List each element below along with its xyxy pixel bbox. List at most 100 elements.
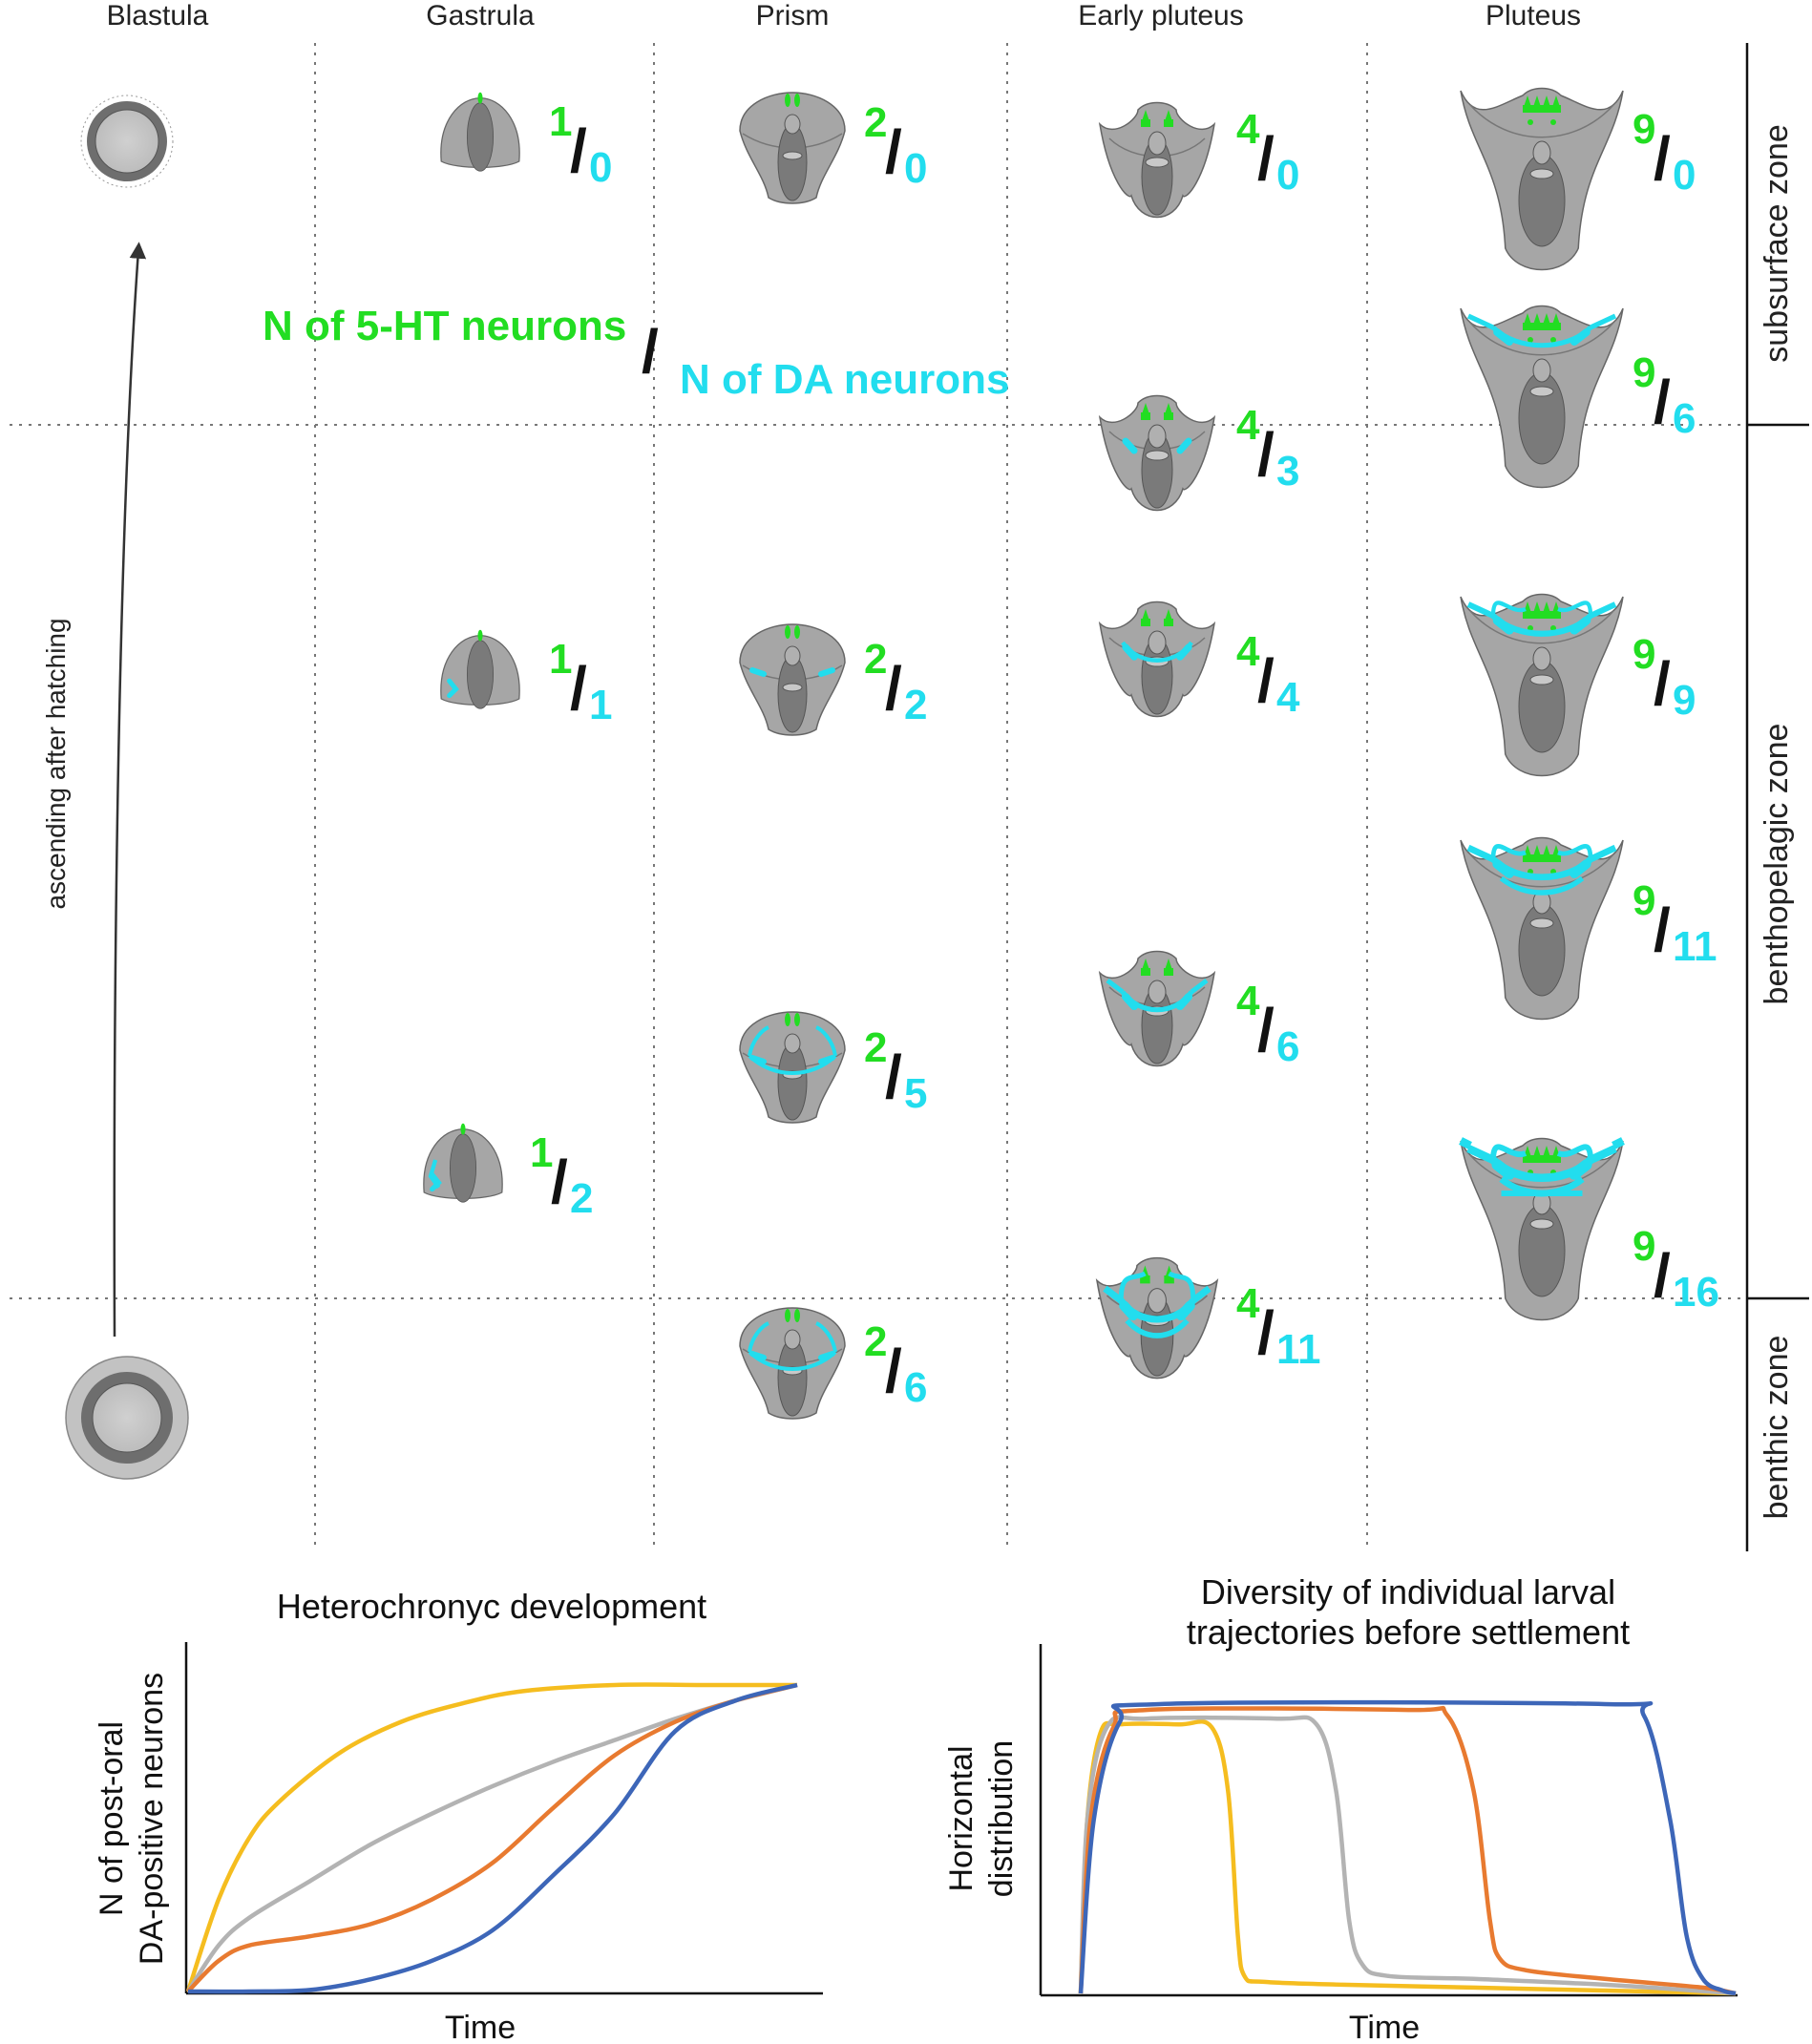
count-da: 16 [1673, 1269, 1719, 1316]
chart-series-line-0 [185, 1682, 797, 1992]
counts-layer: 1/01/11/22/02/22/52/64/04/34/44/64/119/0… [530, 98, 1719, 1411]
count-slash: / [570, 654, 587, 723]
count-slash: / [1654, 368, 1671, 436]
count-5ht: 9 [1633, 349, 1655, 396]
larva-icon [1460, 593, 1624, 777]
chart-series-line-1 [186, 1682, 798, 1993]
legend-slash: / [642, 317, 659, 386]
chart1-xlabel: Time [445, 2010, 516, 2044]
count-5ht: 2 [864, 636, 887, 683]
chart2-title-line2: trajectories before settlement [1187, 1612, 1630, 1652]
count-5ht: 4 [1236, 978, 1260, 1024]
larva-icon [1098, 101, 1216, 219]
larva-icon [1098, 394, 1216, 512]
larva-icon [440, 92, 520, 172]
larvae-layer [423, 87, 1625, 1420]
legend-serotonin: N of 5-HT neurons [263, 303, 626, 349]
chart2-ylabel-line2: distribution [983, 1740, 1020, 1897]
count-slash: / [1257, 1298, 1275, 1367]
count-da: 9 [1673, 677, 1696, 724]
count-slash: / [885, 1043, 902, 1111]
count-5ht: 4 [1236, 402, 1260, 449]
larva-icon [1460, 836, 1624, 1021]
larva-icon [739, 1011, 846, 1124]
chart-heterochrony: Heterochronyc development Time N of post… [94, 1587, 823, 2044]
chart1-title: Heterochronyc development [277, 1587, 706, 1626]
ascending-arrow [113, 242, 147, 1338]
count-da: 0 [589, 144, 612, 191]
chart-series-line-3 [187, 1682, 798, 1994]
chart2-title-line1: Diversity of individual larval [1201, 1572, 1615, 1612]
count-5ht: 2 [864, 1318, 887, 1365]
count-da: 2 [904, 682, 927, 728]
larva-icon [739, 92, 846, 204]
count-5ht: 1 [530, 1129, 553, 1176]
count-5ht: 4 [1236, 1280, 1260, 1327]
count-5ht: 9 [1633, 106, 1655, 153]
count-da: 0 [904, 145, 927, 192]
stage-title-blastula: Blastula [107, 0, 209, 32]
zone-label-benthic: benthic zone [1759, 1336, 1795, 1520]
count-slash: / [885, 654, 902, 723]
count-5ht: 2 [864, 1024, 887, 1071]
count-slash: / [885, 117, 902, 186]
stage-title-prism: Prism [756, 0, 830, 32]
chart2-xlabel: Time [1349, 2010, 1420, 2044]
count-5ht: 2 [864, 99, 887, 146]
count-5ht: 1 [549, 636, 572, 683]
chart-series-line-2 [186, 1682, 798, 1993]
count-slash: / [570, 116, 587, 185]
count-5ht: 9 [1633, 631, 1655, 678]
chart2-series-group [1078, 1699, 1737, 1996]
count-slash: / [1654, 649, 1671, 718]
chart-series-line-3 [1078, 1699, 1737, 1996]
count-da: 11 [1276, 1326, 1321, 1373]
count-da: 2 [570, 1175, 593, 1222]
chart-series-line-0 [1078, 1719, 1737, 1996]
count-da: 6 [904, 1364, 927, 1411]
count-slash: / [1257, 124, 1275, 193]
larva-icon [1460, 305, 1624, 489]
count-da: 6 [1673, 395, 1696, 442]
larva-icon [1098, 950, 1216, 1067]
stage-title-gastrula: Gastrula [426, 0, 535, 32]
chart-series-line-2 [1078, 1705, 1737, 1996]
count-5ht: 1 [549, 98, 572, 145]
zone-label-subsurface: subsurface zone [1759, 124, 1795, 363]
larva-icon [1095, 1256, 1219, 1380]
larva-icon [739, 623, 846, 736]
larva-icon [423, 1123, 503, 1203]
count-slash: / [551, 1148, 568, 1216]
count-da: 11 [1673, 923, 1717, 970]
count-5ht: 4 [1236, 628, 1260, 675]
count-slash: / [1257, 420, 1275, 489]
count-slash: / [1654, 1241, 1671, 1310]
count-5ht: 9 [1633, 877, 1655, 924]
blastula-small-icon [80, 95, 174, 188]
count-da: 5 [904, 1070, 927, 1117]
chart2-ylabel-line1: Horizontal [943, 1745, 980, 1891]
count-slash: / [1257, 996, 1275, 1064]
larva-icon [440, 629, 520, 709]
zone-label-benthopelagic: benthopelagic zone [1759, 724, 1795, 1005]
count-da: 0 [1673, 152, 1696, 199]
grid-lines [10, 43, 1757, 1551]
stage-title-early-pluteus: Early pluteus [1078, 0, 1243, 32]
larva-icon [1459, 1137, 1625, 1321]
count-da: 0 [1276, 152, 1299, 199]
count-da: 3 [1276, 448, 1299, 495]
chart1-ylabel-line1: N of post-oral [94, 1721, 130, 1916]
legend-dopamine: N of DA neurons [680, 356, 1009, 403]
chart1-ylabel-line2: DA-positive neurons [134, 1673, 170, 1965]
chart1-series-group [185, 1682, 798, 1994]
count-da: 4 [1276, 674, 1300, 721]
count-slash: / [1654, 896, 1671, 964]
chart-trajectories: Diversity of individual larval trajector… [943, 1572, 1738, 2044]
chart-series-line-1 [1078, 1715, 1737, 1996]
stage-title-pluteus: Pluteus [1485, 0, 1581, 32]
count-da: 1 [589, 682, 612, 728]
count-slash: / [1257, 646, 1275, 715]
count-slash: / [885, 1337, 902, 1405]
count-5ht: 9 [1633, 1223, 1655, 1270]
